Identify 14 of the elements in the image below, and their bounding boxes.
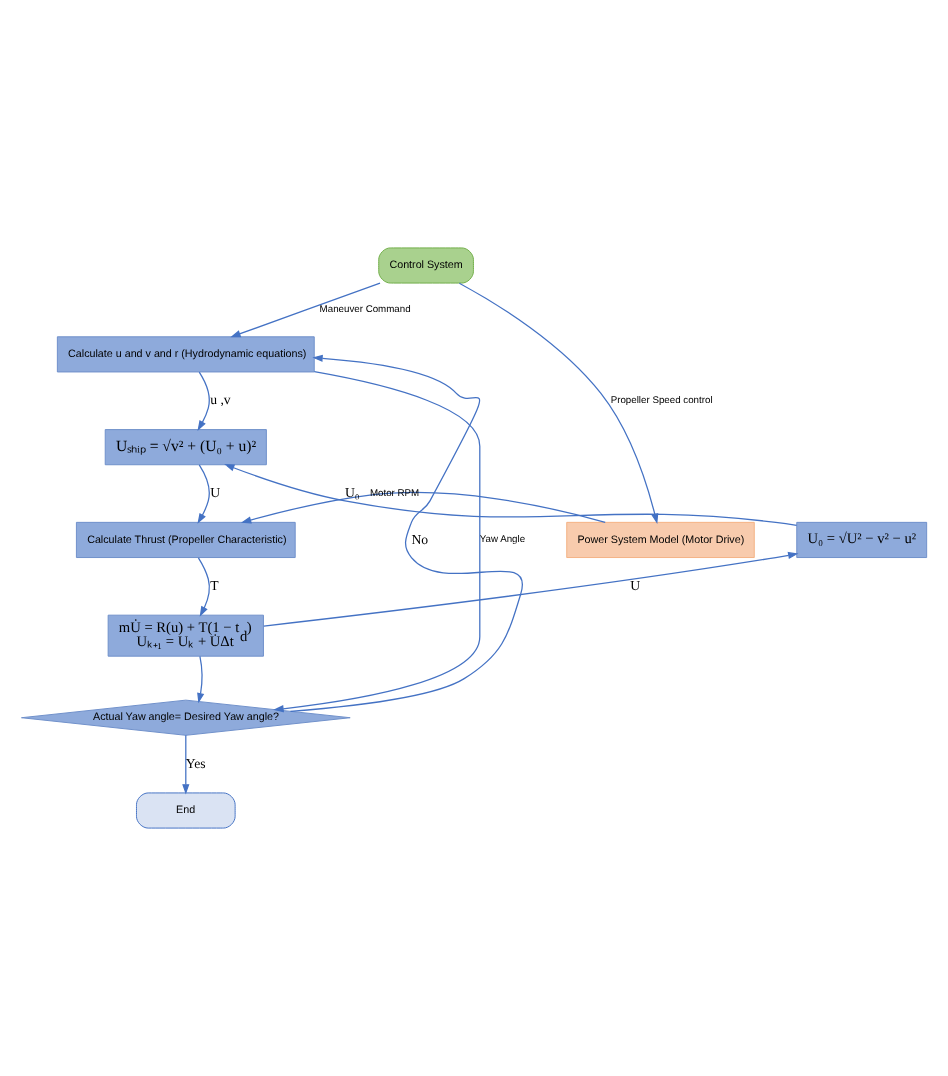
arrow: [263, 551, 799, 627]
arrow: [197, 464, 210, 524]
arrow: [240, 491, 606, 524]
node-box: Uₛₕᵢₚ = √v² + (U₀ + u)²: [104, 429, 267, 466]
arrow: [197, 557, 210, 617]
arrow: [224, 464, 798, 527]
arrow: [197, 371, 210, 431]
arrow: [197, 655, 205, 704]
node-box: U₀ = √U² − v² − u²: [796, 521, 928, 558]
arrow: [182, 734, 190, 795]
arrow: [273, 371, 481, 713]
arrow: [230, 282, 381, 338]
arrow: [458, 282, 659, 525]
arrow: [289, 354, 524, 712]
